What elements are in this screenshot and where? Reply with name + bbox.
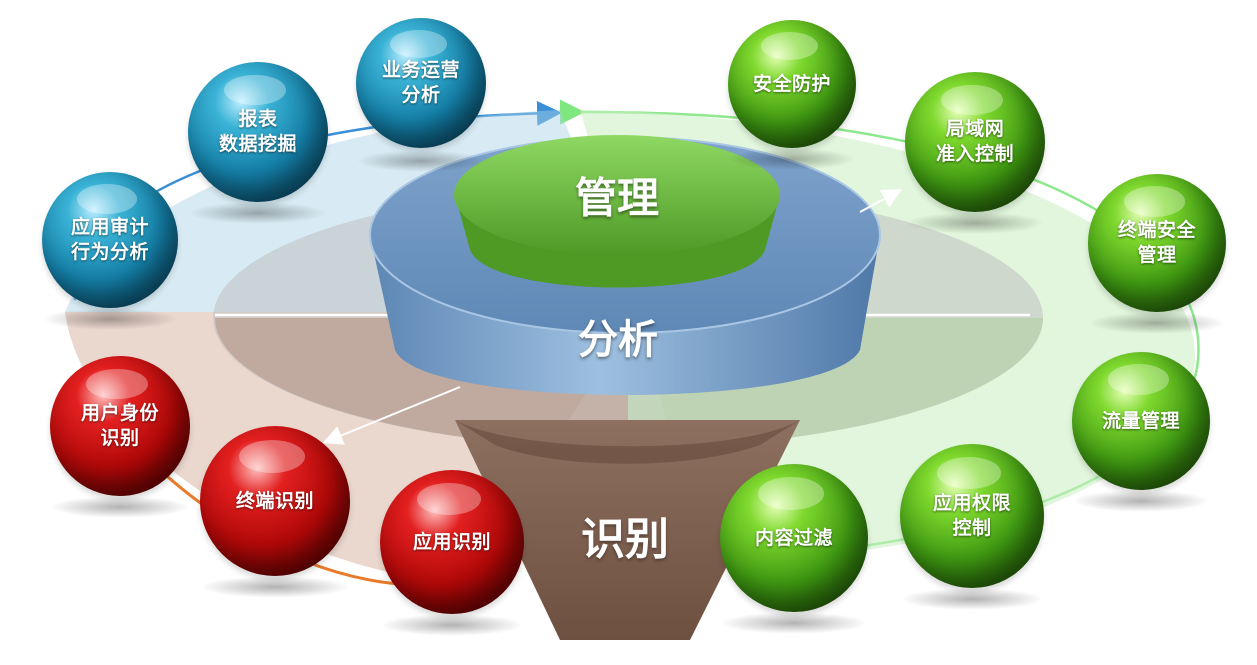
ball-label: 终端识别 [235,489,314,512]
ball-label: 业务运营分析 [381,59,460,106]
ball-label: 报表数据挖掘 [218,108,297,155]
ball-application-audit: 应用审计行为分析 [42,172,178,308]
ball-label: 应用权限控制 [932,492,1011,539]
ball-label: 内容过滤 [754,526,833,549]
ball-terminal-identification: 终端识别 [200,426,350,576]
ball-content-filtering: 内容过滤 [720,464,868,612]
identification-label: 识别 [581,514,669,565]
ball-application-identification: 应用识别 [380,470,524,614]
arrow-to-identification [322,386,461,445]
ball-label: 用户身份识别 [80,402,159,449]
ball-terminal-security-management: 终端安全管理 [1088,174,1226,312]
ball-security-protection: 安全防护 [728,20,856,148]
identification-funnel-top [455,420,800,464]
ball-traffic-management: 流量管理 [1072,352,1210,490]
management-cylinder-top [454,135,780,255]
ball-report-data-mining: 报表数据挖掘 [188,62,328,202]
ball-label: 流量管理 [1101,409,1180,432]
ball-business-operation-analysis: 业务运营分析 [356,18,486,148]
ball-label: 应用识别 [412,530,491,553]
ball-label: 安全防护 [752,72,831,95]
identification-funnel [455,420,800,640]
ball-label: 应用审计行为分析 [70,216,149,263]
analysis-label: 分析 [578,317,658,363]
ball-user-identity-identification: 用户身份识别 [50,356,190,496]
ball-lan-access-control: 局域网准入控制 [905,72,1045,212]
ball-label: 终端安全管理 [1117,219,1196,266]
management-label: 管理 [574,173,660,223]
arrow-to-management [859,189,903,213]
ball-application-permission-control: 应用权限控制 [900,444,1044,588]
ball-label: 局域网准入控制 [935,118,1014,165]
